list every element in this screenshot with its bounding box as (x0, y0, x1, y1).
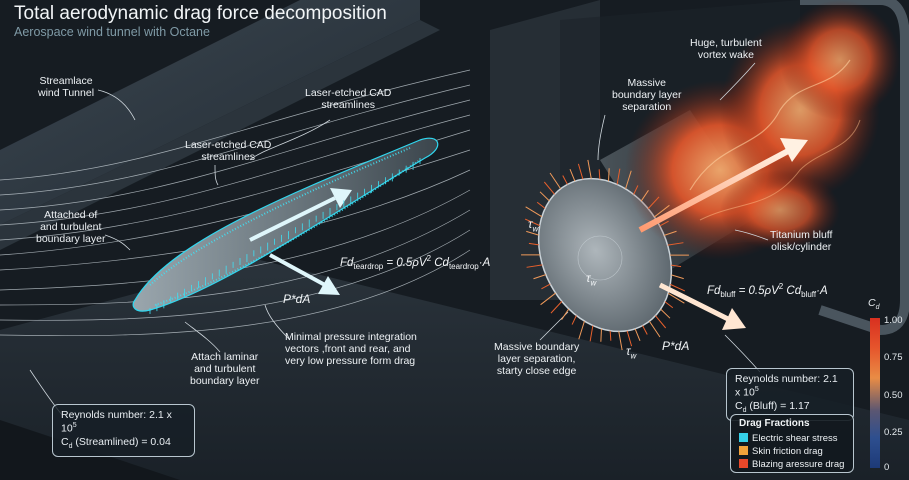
pressure-vector-mark (561, 308, 570, 320)
legend-title: Drag Fractions (739, 418, 810, 429)
pressure-vector-mark (647, 196, 660, 209)
pressure-vector-mark (540, 292, 556, 306)
pressure-vector-mark (618, 331, 623, 351)
symbol-tau-bottom: τw (626, 344, 637, 361)
pressure-vector-mark (571, 315, 577, 325)
pressure-vector-mark (524, 218, 540, 227)
diagram-subtitle: Aerospace wind tunnel with Octane (14, 25, 210, 39)
pressure-vector-mark (671, 264, 682, 268)
diagram-title: Total aerodynamic drag force decompositi… (14, 3, 387, 24)
legend-item-pressure: Blazing aressure drag (739, 459, 844, 470)
pressure-vector-mark (660, 308, 671, 319)
pressure-vector-mark (625, 170, 632, 190)
pressure-vector-mark (589, 325, 594, 342)
pressure-vector-mark (640, 190, 649, 202)
label-attach-laminar: Attach laminar and turbulent boundary la… (190, 351, 260, 387)
pressure-vector-mark (533, 274, 546, 280)
colorbar-tick-3: 0.50 (884, 390, 903, 401)
pressure-vector-mark (526, 264, 543, 268)
pressure-vector-mark (664, 230, 677, 236)
symbol-tau-center: τw (586, 271, 597, 288)
tunnel-upper-wall (0, 0, 420, 225)
legend-swatch-skin-friction (739, 446, 748, 455)
pressure-vector-mark (667, 292, 685, 304)
pressure-vector-mark (578, 320, 585, 340)
pressure-vector-mark (541, 283, 551, 290)
force-arrows (249, 138, 808, 330)
pressure-vector-mark (525, 206, 543, 218)
label-attached-boundary: Attached of and turbulent boundary layer (36, 209, 106, 245)
legend-item-skin-friction: Skin friction drag (739, 446, 823, 457)
label-minimal-pressure: Minimal pressure integration vectors ,fr… (285, 331, 417, 367)
pressure-vector-mark (526, 230, 539, 236)
pressure-vector-field (149, 158, 689, 351)
symbol-pda-teardrop: P*dA (283, 292, 311, 306)
legend-swatch-shear (739, 433, 748, 442)
pressure-vector-mark (587, 159, 592, 179)
pressure-vector-mark (550, 301, 563, 314)
pressure-vector-mark (634, 328, 641, 342)
pressure-vector-mark (600, 328, 602, 342)
pressure-vector-mark (633, 185, 639, 195)
legend-item-shear: Electric shear stress (739, 433, 838, 444)
pressure-vector-mark (667, 242, 684, 246)
pressure-vector-mark (664, 301, 674, 309)
info-box-bluff: Reynolds number: 2.1 x 105 Cd (Bluff) = … (726, 368, 854, 421)
label-massive-separation-top: Massive boundary layer separation (612, 77, 682, 113)
pressure-vector-mark (608, 168, 610, 182)
legend-swatch-pressure (739, 459, 748, 468)
streamlines (0, 69, 471, 337)
pressure-vector-mark (569, 168, 576, 182)
pressure-vector-mark (648, 320, 661, 338)
colorbar-tick-4: 0.25 (884, 427, 903, 438)
pressure-vector-mark (598, 169, 601, 180)
colorbar-tick-2: 0.75 (884, 352, 903, 363)
colorbar-tick-1: 1.00 (884, 315, 903, 326)
pressure-vector-mark (670, 283, 686, 292)
label-tunnel: Streamlace wind Tunnel (38, 75, 95, 99)
pressure-vector-mark (609, 330, 612, 341)
colorbar (870, 318, 880, 468)
label-cad-streamlines-top: Laser-etched CAD streamlines (305, 87, 392, 111)
symbol-pda-bluff: P*dA (662, 339, 690, 353)
label-bluff-body: Titanium bluff olisk/cylinder (770, 229, 833, 253)
pressure-vector-mark (577, 163, 584, 180)
pressure-vector-mark (528, 242, 539, 246)
pressure-vector-mark (543, 181, 555, 195)
equation-teardrop: Fdteardrop = 0.5ρV2 Cdteardrop·A (340, 254, 491, 272)
info-box-streamlined: Reynolds number: 2.1 x 105 Cd (Streamlin… (52, 404, 195, 457)
pressure-vector-mark (659, 220, 669, 227)
drag-fractions-legend: Drag Fractions Electric shear stress Ski… (730, 414, 854, 473)
colorbar-title: Cd (868, 297, 880, 312)
tunnel-right-frame (800, 0, 909, 336)
turbulent-vortex-wake (625, 0, 900, 260)
pressure-vector-mark (626, 330, 633, 347)
label-cad-streamlines-mid: Laser-etched CAD streamlines (185, 139, 272, 163)
symbol-tau-left: τw (528, 217, 539, 234)
pressure-vector-mark (642, 325, 648, 335)
equation-bluff: Fdbluff = 0.5ρV2 Cdbluff·A (707, 282, 828, 300)
label-vortex-wake: Huge, turbulent vortex wake (690, 37, 762, 61)
tunnel-floor (0, 260, 909, 480)
label-massive-separation-bottom: Massive boundary layer separation, start… (494, 341, 580, 377)
pressure-vector-mark (549, 172, 562, 190)
pressure-vector-mark (655, 315, 667, 329)
pressure-vector-mark (671, 274, 684, 280)
pressure-vector-mark (539, 191, 550, 202)
pressure-vector-mark (654, 204, 670, 218)
pressure-vector-mark (536, 201, 546, 209)
pressure-vector-mark (562, 175, 568, 185)
pressure-vector-mark (616, 168, 621, 185)
colorbar-tick-5: 0 (884, 462, 890, 473)
